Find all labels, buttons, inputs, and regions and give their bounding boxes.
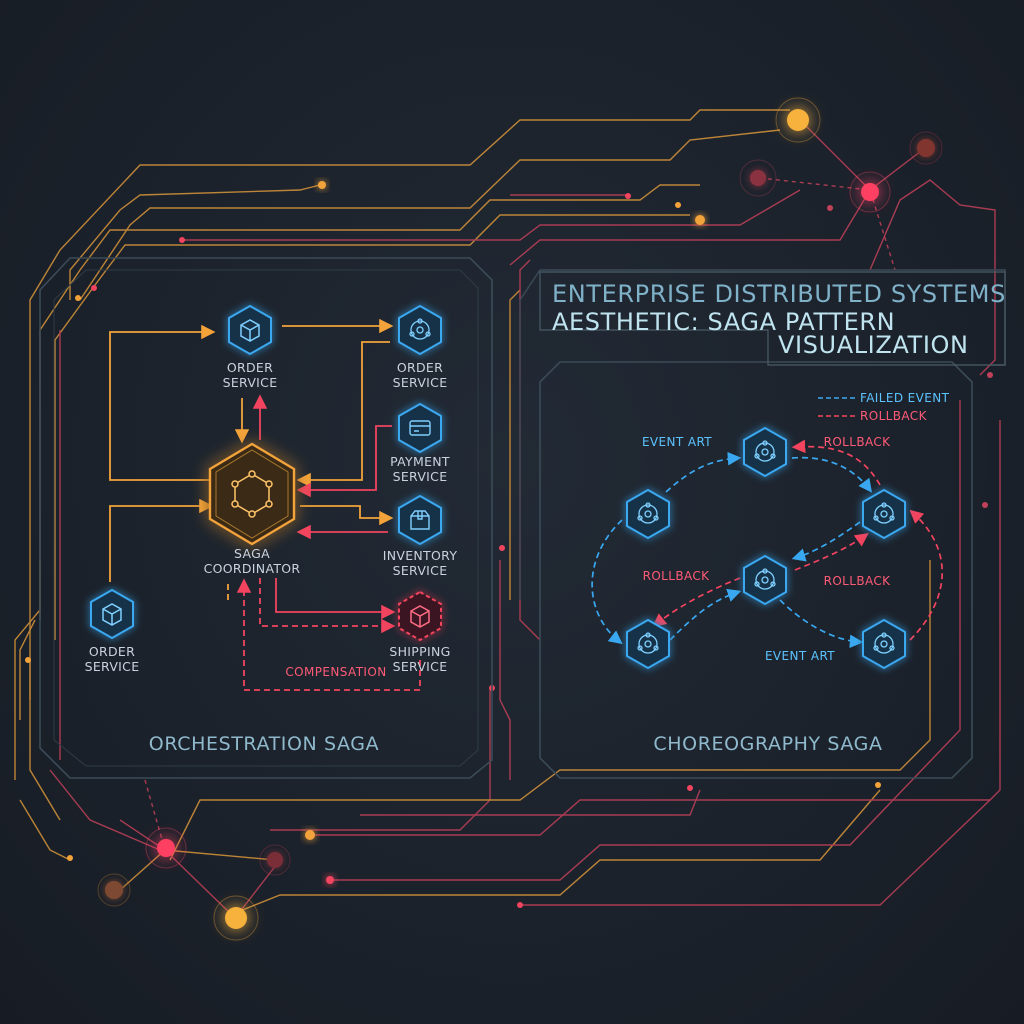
payment-label-1: PAYMENT bbox=[390, 454, 450, 469]
network-icon bbox=[637, 632, 659, 654]
network-icon bbox=[754, 440, 776, 462]
payment-label-2: SERVICE bbox=[393, 469, 448, 484]
inventory-label-2: SERVICE bbox=[393, 563, 448, 578]
chor-node-right[interactable] bbox=[862, 488, 906, 540]
card-icon bbox=[409, 420, 431, 436]
coordinator-label-1: SAGA bbox=[234, 546, 270, 561]
order-left-label-1: ORDER bbox=[89, 644, 135, 659]
inventory-label-1: INVENTORY bbox=[383, 548, 458, 563]
node-payment[interactable] bbox=[398, 402, 442, 454]
orchestration-panel bbox=[39, 257, 493, 779]
compensation-label: COMPENSATION bbox=[285, 665, 386, 679]
order-right-label-1: ORDER bbox=[397, 360, 443, 375]
title-line-1: ENTERPRISE DISTRIBUTED SYSTEMS bbox=[552, 280, 1006, 308]
orchestration-title: ORCHESTRATION SAGA bbox=[149, 733, 379, 755]
orchestration-connectors bbox=[109, 318, 421, 691]
chor-node-center[interactable] bbox=[743, 554, 787, 606]
node-shipping[interactable] bbox=[398, 590, 442, 642]
order-top-label-1: ORDER bbox=[227, 360, 273, 375]
network-icon bbox=[873, 632, 895, 654]
glow-nodes bbox=[97, 97, 943, 941]
choreography-title: CHOREOGRAPHY SAGA bbox=[653, 733, 882, 755]
chor-node-top[interactable] bbox=[743, 426, 787, 478]
rollback-right-label: ROLLBACK bbox=[824, 574, 892, 588]
event-art-top-label: EVENT ART bbox=[642, 435, 712, 449]
network-icon bbox=[754, 568, 776, 590]
rollback-top-label: ROLLBACK bbox=[824, 435, 892, 449]
node-inventory[interactable] bbox=[398, 494, 442, 546]
network-icon bbox=[637, 502, 659, 524]
legend: FAILED EVENT ROLLBACK bbox=[818, 391, 950, 423]
hexagon-graph-icon bbox=[231, 470, 273, 518]
legend-failed-label: FAILED EVENT bbox=[860, 391, 950, 405]
node-order-top[interactable] bbox=[228, 304, 272, 356]
legend-rollback-label: ROLLBACK bbox=[860, 409, 928, 423]
node-saga-coordinator[interactable] bbox=[208, 442, 296, 546]
rollback-left-label: ROLLBACK bbox=[643, 569, 711, 583]
order-right-label-2: SERVICE bbox=[393, 375, 448, 390]
shipping-box-icon bbox=[410, 605, 430, 628]
node-order-left[interactable] bbox=[90, 588, 134, 640]
chor-node-bottom-right[interactable] bbox=[862, 618, 906, 670]
title-line-3: VISUALIZATION bbox=[778, 331, 969, 359]
package-icon bbox=[410, 510, 430, 530]
box-icon bbox=[240, 319, 260, 342]
choreography-connectors bbox=[591, 439, 943, 649]
network-icon bbox=[409, 318, 431, 340]
shipping-label-1: SHIPPING bbox=[389, 644, 450, 659]
order-left-label-2: SERVICE bbox=[85, 659, 140, 674]
order-top-label-2: SERVICE bbox=[223, 375, 278, 390]
header-frame bbox=[539, 271, 1006, 366]
coordinator-label-2: COORDINATOR bbox=[204, 561, 301, 576]
circuit-traces bbox=[14, 109, 1001, 920]
title-line-2: AESTHETIC: SAGA PATTERN bbox=[552, 308, 895, 336]
chor-node-left[interactable] bbox=[626, 488, 670, 540]
event-art-bottom-label: EVENT ART bbox=[765, 649, 835, 663]
box-icon bbox=[102, 603, 122, 626]
node-order-right[interactable] bbox=[398, 304, 442, 356]
chor-node-bottom-left[interactable] bbox=[626, 618, 670, 670]
shipping-label-2: SERVICE bbox=[393, 659, 448, 674]
network-icon bbox=[873, 502, 895, 524]
